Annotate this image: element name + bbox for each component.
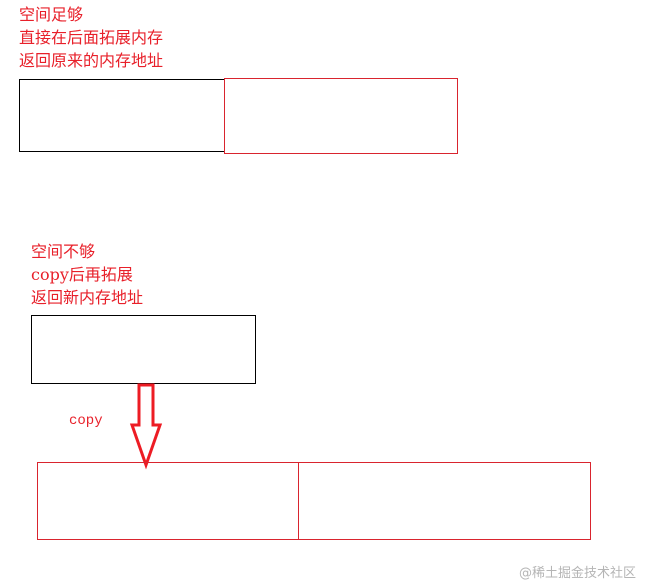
new-memory-divider [298,462,299,540]
note-line: 返回新内存地址 [31,288,144,307]
copy-arrow-icon [129,383,163,470]
old-memory-block [31,315,256,384]
watermark: @稀土掘金技术社区 [519,566,637,581]
note-not-enough-space: 空间不够 copy后再拓展 返回新内存地址 [31,240,143,309]
new-memory-block [37,462,591,540]
note-line: 空间足够 [19,5,84,24]
copy-label: copy [69,413,103,429]
note-enough-space: 空间足够 直接在后面拓展内存 返回原来的内存地址 [19,3,163,72]
note-line: 空间不够 [31,242,96,261]
original-memory-block [19,79,225,152]
note-line: 直接在后面拓展内存 [19,28,164,47]
extended-memory-block [224,78,458,154]
note-line: 返回原来的内存地址 [19,51,164,70]
note-line: copy后再拓展 [31,265,133,284]
